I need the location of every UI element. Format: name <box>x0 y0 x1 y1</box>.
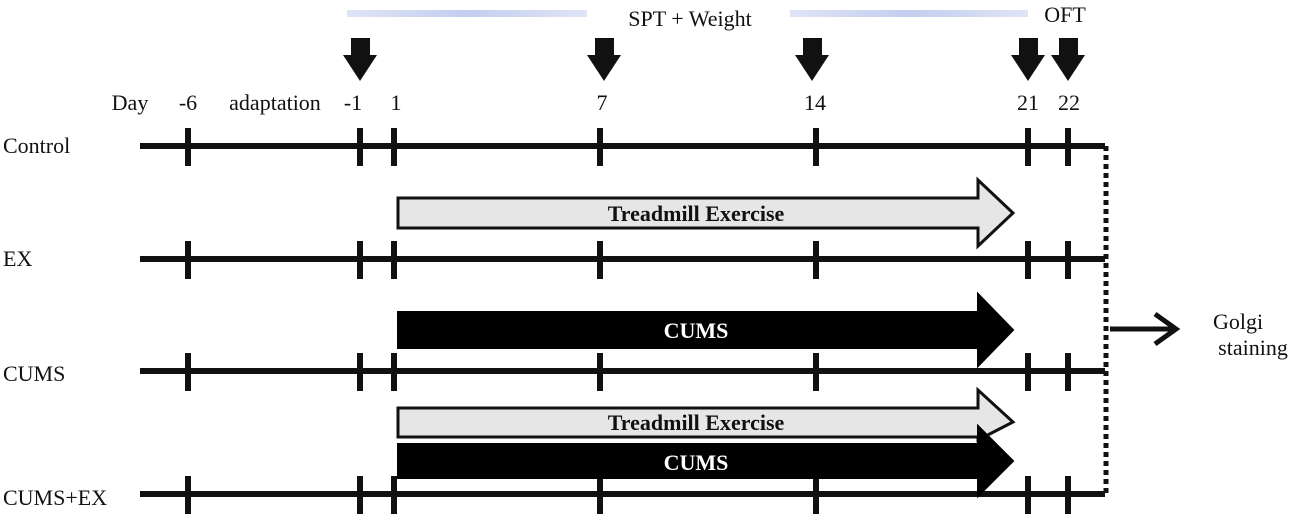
oft-label: OFT <box>1044 2 1086 27</box>
spt-band-left <box>347 10 587 17</box>
treadmill-exercise-label-cums-ex: Treadmill Exercise <box>608 410 785 435</box>
group-label-cums: CUMS <box>3 361 65 386</box>
day-label: -1 <box>344 90 362 115</box>
treadmill-exercise-arrow-ex <box>396 176 1016 250</box>
day-axis-label: Day <box>112 90 149 115</box>
group-label-cums-ex: CUMS+EX <box>3 485 107 510</box>
down-arrow-day-22 <box>1051 38 1085 81</box>
group-label-control: Control <box>3 133 70 158</box>
day-label: 22 <box>1058 90 1080 115</box>
spt-band-right <box>790 10 1028 17</box>
tick-marks <box>185 128 1071 514</box>
day-label: 1 <box>391 90 402 115</box>
down-arrow-day-21 <box>1011 38 1045 81</box>
treadmill-exercise-label-ex: Treadmill Exercise <box>608 201 785 226</box>
down-arrow-day-7 <box>587 38 621 81</box>
measurement-arrows <box>343 38 1085 81</box>
golgi-label-line1: Golgi <box>1213 309 1263 334</box>
adaptation-label: adaptation <box>229 90 321 115</box>
cums-arrow-cums-ex <box>397 423 1015 499</box>
day-label: 14 <box>804 90 826 115</box>
cums-label-cums: CUMS <box>664 318 729 343</box>
day-label: 7 <box>597 90 608 115</box>
group-label-ex: EX <box>3 246 32 271</box>
day-label: 21 <box>1017 90 1039 115</box>
cums-label-cums-ex: CUMS <box>664 450 729 475</box>
treadmill-exercise-arrow-cums-ex <box>396 386 1016 443</box>
cums-arrow-cums <box>397 291 1015 369</box>
golgi-label-line2: staining <box>1218 335 1288 360</box>
day-label: -6 <box>179 90 197 115</box>
timelines <box>140 143 1105 497</box>
down-arrow-day-14 <box>795 38 829 81</box>
spt-weight-label: SPT + Weight <box>628 6 752 31</box>
down-arrow-day-minus1 <box>343 38 377 81</box>
golgi-arrow-head <box>1153 311 1181 347</box>
